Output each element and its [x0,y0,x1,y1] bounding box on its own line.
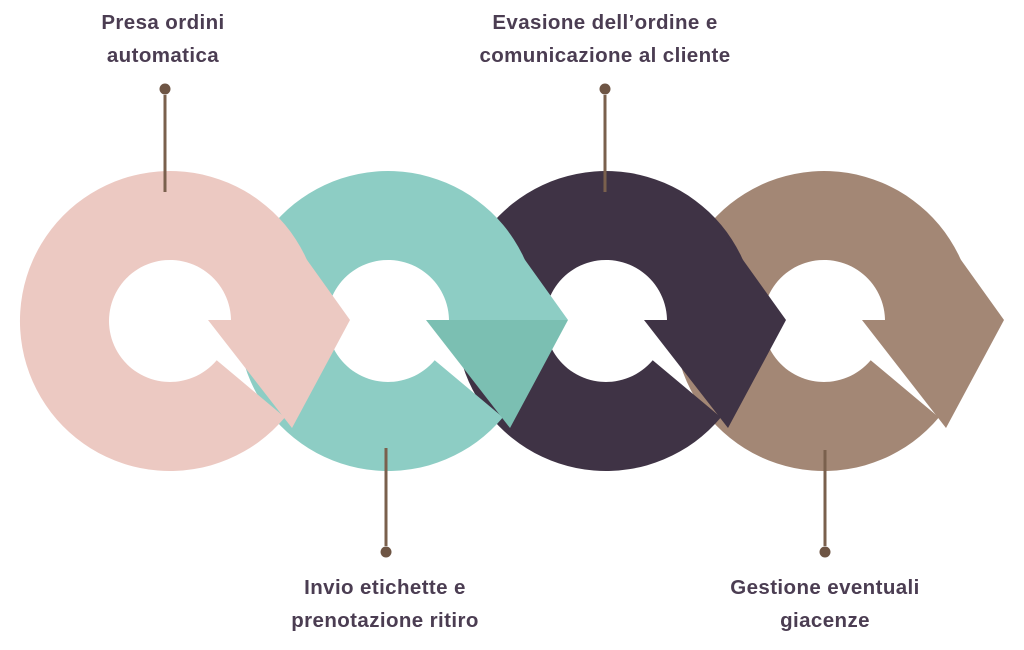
step-2-label: Invio etichette e prenotazione ritiro [291,571,479,637]
step-2-arrowhead [426,320,568,428]
step-3-label-line-1: Evasione dell’ordine e [492,11,718,34]
step-3-arrowhead [644,320,786,428]
step-3-label-line-2: comunicazione al cliente [479,44,731,67]
step-2-beak [500,225,568,320]
step-1-label-line-2: automatica [106,44,220,67]
step-4-arrowhead [862,320,1004,428]
step-4-label-line-2: giacenze [780,609,870,632]
step-4-label-line-1: Gestione eventuali [730,576,920,599]
step-1-label-line-1: Presa ordini [101,11,225,34]
step-4-cycle-arrow [673,171,1004,472]
step-2-cycle-arrow [237,171,568,472]
step-1-arrowhead [208,320,350,428]
connector-dot-1 [159,83,171,95]
connector-dot-4 [819,546,831,558]
step-3-cycle-arrow [455,171,786,472]
step-1-cycle-arrow [19,171,350,472]
step-3-label: Evasione dell’ordine e comunicazione al … [479,6,730,72]
step-3-ring [455,171,756,472]
connector-dot-2 [380,546,392,558]
step-1-label: Presa ordini automatica [101,6,224,72]
connectors [159,83,831,558]
step-1-beak [282,225,350,320]
step-1-ring [19,171,320,472]
step-4-label: Gestione eventuali giacenze [730,571,919,637]
step-2-label-line-2: prenotazione ritiro [291,609,479,632]
step-2-label-line-1: Invio etichette e [304,576,466,599]
step-3-beak [718,225,786,320]
step-4-ring [673,171,974,472]
step-4-beak [936,225,1004,320]
connector-dot-3 [599,83,611,95]
step-2-ring [237,171,538,472]
